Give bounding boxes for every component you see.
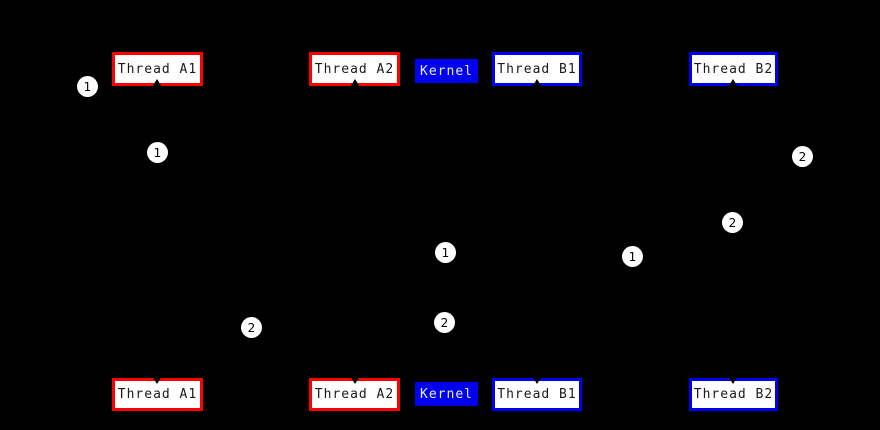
step-marker: 1 [435, 242, 456, 263]
arrowhead-up-icon [728, 79, 738, 87]
step-marker: 1 [622, 246, 643, 267]
arrowhead-up-icon [152, 79, 162, 87]
step-marker: 1 [147, 142, 168, 163]
step-marker: 2 [434, 312, 455, 333]
arrowhead-down-icon [350, 376, 360, 384]
arrowhead-down-icon [728, 376, 738, 384]
kernel-box-top: Kernel [415, 59, 478, 83]
arrowhead-down-icon [532, 376, 542, 384]
arrowhead-down-icon [152, 376, 162, 384]
step-marker: 2 [792, 146, 813, 167]
step-marker: 1 [77, 76, 98, 97]
arrowhead-up-icon [350, 79, 360, 87]
arrowhead-up-icon [532, 79, 542, 87]
step-marker: 2 [241, 317, 262, 338]
kernel-box-bottom: Kernel [415, 382, 478, 406]
step-marker: 2 [722, 212, 743, 233]
